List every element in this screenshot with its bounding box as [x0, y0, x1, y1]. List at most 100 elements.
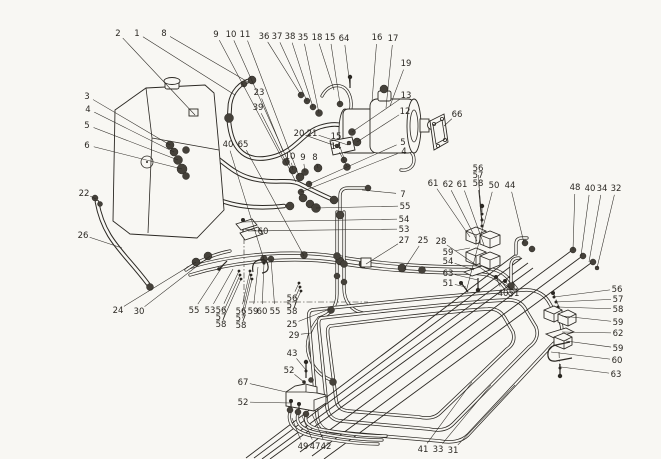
- leader-line-6: [93, 146, 183, 170]
- callout-55: 55: [400, 202, 411, 212]
- leader-line-58: [223, 278, 242, 318]
- callout-52: 52: [238, 398, 249, 408]
- leader-line-39: [260, 113, 297, 183]
- leader-line-59: [454, 247, 471, 252]
- callout-66: 66: [452, 110, 463, 120]
- gasket-plate: [429, 113, 449, 151]
- leader-line-17: [385, 44, 393, 109]
- callout-34: 34: [597, 184, 608, 194]
- callout-64: 64: [339, 34, 350, 44]
- callout-9: 9: [213, 30, 218, 40]
- callout-50: 50: [489, 181, 500, 191]
- leader-line-40: [580, 194, 590, 257]
- callout-28: 28: [436, 237, 447, 247]
- leader-line-4: [94, 111, 175, 153]
- callout-60: 60: [612, 356, 623, 366]
- leader-line-51: [504, 280, 511, 288]
- leader-line-57: [478, 181, 483, 221]
- callout-15: 15: [331, 132, 342, 142]
- leader-line-56: [242, 270, 251, 305]
- leader-line-56: [553, 289, 611, 298]
- leader-line-66: [443, 118, 453, 127]
- callout-40: 40: [585, 184, 596, 194]
- callout-13: 13: [401, 91, 412, 101]
- leader-line-47: [301, 415, 313, 440]
- callout-30: 30: [134, 307, 145, 317]
- clamp-set-lower: [543, 291, 577, 379]
- callout-15: 15: [325, 33, 336, 43]
- leader-line-51: [454, 284, 467, 288]
- callout-52: 52: [284, 366, 295, 376]
- leader-line-53: [213, 268, 234, 305]
- leader-line-58: [242, 278, 253, 319]
- leader-line-38: [291, 42, 314, 108]
- callout-58: 58: [287, 307, 298, 317]
- valve-outlet-pipes: [287, 410, 388, 446]
- leader-line-19: [389, 69, 404, 107]
- callout-55: 55: [270, 307, 281, 317]
- leader-line-58: [294, 290, 302, 305]
- callout-1: 1: [134, 29, 139, 39]
- leader-line-27: [365, 243, 399, 265]
- callout-36: 36: [259, 32, 270, 42]
- oil-tank: [112, 77, 225, 239]
- leader-line-5: [93, 127, 179, 161]
- hook-clip: [252, 259, 269, 274]
- callout-44: 44: [505, 181, 516, 191]
- callout-60: 60: [258, 227, 269, 237]
- leader-line-9: [303, 163, 306, 173]
- callout-32: 32: [611, 184, 622, 194]
- callout-37: 37: [272, 32, 283, 42]
- callout-23: 23: [254, 88, 265, 98]
- callout-14: 14: [331, 142, 342, 152]
- callout-31: 31: [448, 446, 459, 456]
- leader-line-30: [144, 255, 211, 307]
- callout-59: 59: [248, 307, 259, 317]
- leader-line-28: [446, 244, 517, 293]
- leader-line-48: [572, 193, 576, 251]
- clamp-bracket: [547, 341, 573, 362]
- callout-49: 49: [298, 442, 309, 452]
- callout-19: 19: [401, 59, 412, 69]
- leader-line-36: [267, 41, 302, 96]
- callout-43: 43: [287, 349, 298, 359]
- callout-29: 29: [289, 331, 300, 341]
- callout-58: 58: [236, 321, 247, 331]
- callout-4: 4: [401, 147, 406, 157]
- leader-line-31: [457, 384, 516, 446]
- leader-line-20: [305, 135, 337, 147]
- callout-61: 61: [457, 180, 468, 190]
- callout-20: 20: [294, 129, 305, 139]
- leader-line-57: [242, 274, 252, 312]
- leader-line-23: [261, 98, 284, 152]
- callout-17: 17: [388, 34, 399, 44]
- callout-21: 21: [307, 129, 318, 139]
- callout-57: 57: [216, 313, 227, 323]
- leader-line-1: [142, 36, 236, 96]
- leader-line-9: [219, 40, 284, 161]
- leader-line-26: [89, 236, 123, 249]
- callout-58: 58: [216, 320, 227, 330]
- leader-line-14: [339, 152, 348, 167]
- callout-54: 54: [443, 257, 454, 267]
- leader-line-40: [229, 150, 265, 261]
- leader-line-53: [247, 228, 398, 232]
- leader-line-24: [123, 261, 197, 307]
- callout-58: 58: [613, 305, 624, 315]
- leader-line-55: [197, 263, 225, 305]
- callout-63: 63: [443, 269, 454, 279]
- leader-line-21: [318, 134, 349, 146]
- callout-62: 62: [443, 180, 454, 190]
- callout-53: 53: [399, 225, 410, 235]
- callout-16: 16: [372, 33, 383, 43]
- leader-line-54: [454, 263, 475, 271]
- callout-39: 39: [253, 103, 264, 113]
- leader-line-40: [495, 276, 501, 287]
- leader-line-60: [550, 351, 611, 360]
- leader-line-56: [294, 282, 300, 292]
- leader-line-37: [279, 42, 308, 102]
- callout-18: 18: [312, 33, 323, 43]
- leader-line-4: [300, 153, 398, 193]
- callout-56: 56: [216, 306, 227, 316]
